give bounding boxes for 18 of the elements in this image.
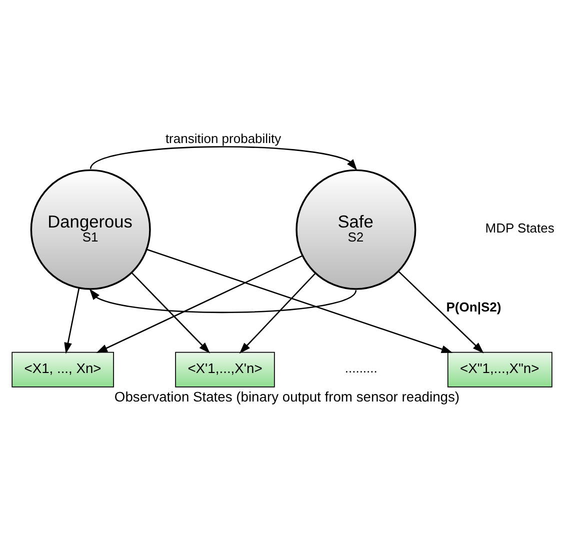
edge-label: P(On|S2) <box>446 299 502 314</box>
label: MDP States <box>485 220 554 236</box>
node-box: <X'1,...,X'n> <box>175 351 275 387</box>
label: ......... <box>344 360 378 376</box>
node-circle: Safe S2 <box>296 168 416 290</box>
node-circle: Dangerous S1 <box>30 168 151 290</box>
arrow <box>96 254 303 353</box>
arrow <box>146 248 453 352</box>
arrow <box>89 288 356 312</box>
node-box: <X1, ..., Xn> <box>12 351 114 387</box>
edge-label: transition probability <box>165 130 282 146</box>
arrow <box>239 272 316 354</box>
caption: Observation States (binary output from sensor readings) <box>114 388 460 404</box>
arrow <box>64 287 80 354</box>
arrow <box>90 146 358 170</box>
node-box: <X"1,...,X"n> <box>447 351 552 387</box>
arrow <box>131 272 210 353</box>
arrow <box>398 270 484 353</box>
